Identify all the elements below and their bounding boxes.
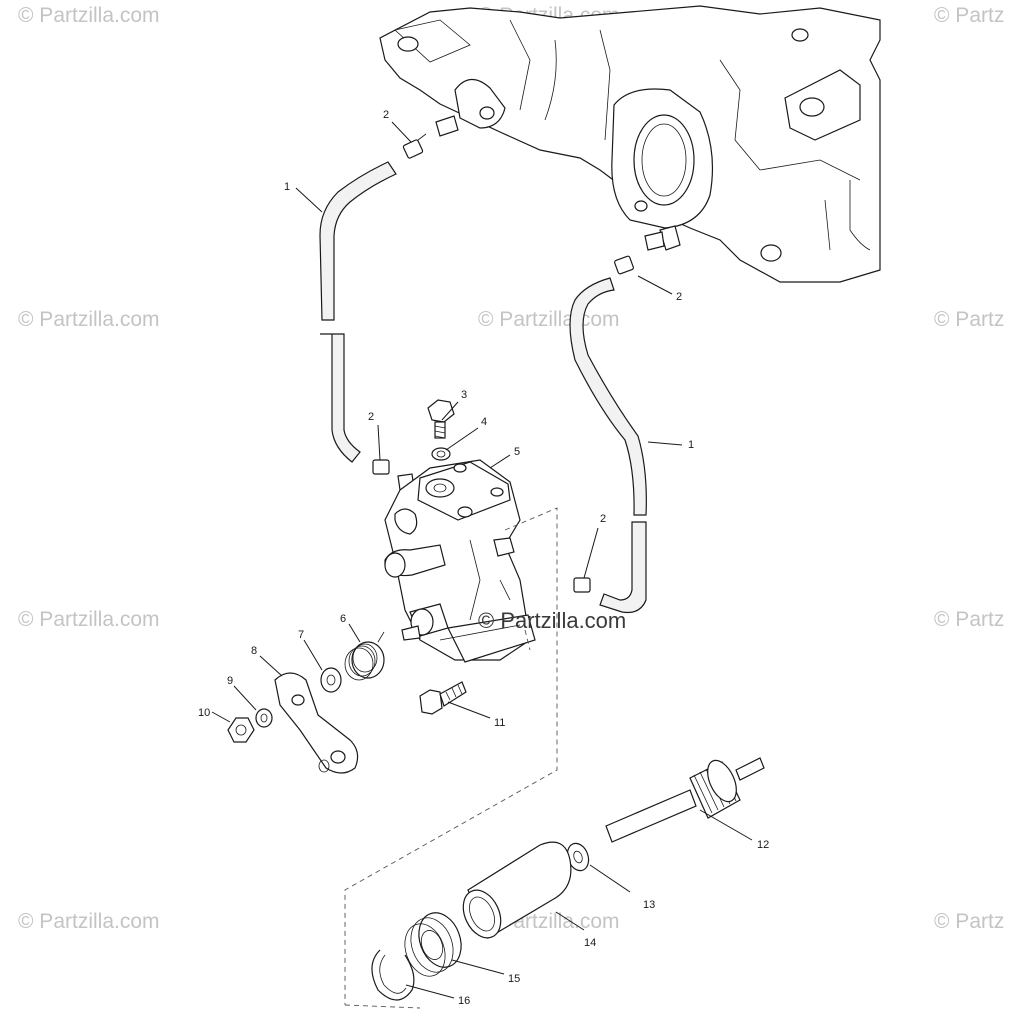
callout-sleeve: 14 — [584, 937, 596, 949]
callout-spring: 6 — [340, 613, 346, 625]
clamp-top-left — [402, 133, 427, 159]
callout-clamp-mid-right: 2 — [600, 513, 606, 525]
callout-hose-right: 1 — [688, 439, 694, 451]
callout-bolt: 3 — [461, 389, 467, 401]
watermark: © Partz — [934, 910, 1004, 933]
watermark: © Partz — [934, 308, 1004, 331]
callout-hose-left: 1 — [284, 181, 290, 193]
callout-clamp-mid-left: 2 — [368, 411, 374, 423]
watermark: © Partzilla.com — [478, 308, 620, 331]
hex-nut — [227, 717, 255, 743]
clamp-top-right — [614, 255, 634, 275]
watermark-layer: © Partzilla.com © Partzilla.com © Partz … — [18, 4, 1004, 933]
assembly-boundary — [344, 507, 558, 1005]
watermark: © Partz — [934, 608, 1004, 631]
center-watermark: © Partzilla.com — [478, 608, 626, 633]
callout-gear-shaft: 12 — [757, 839, 769, 851]
callout-washer: 4 — [481, 416, 487, 428]
assembly-boundary — [344, 1004, 421, 1009]
callout-nut: 10 — [198, 707, 210, 719]
hose-right — [569, 277, 647, 614]
callout-washer-small: 7 — [298, 629, 304, 641]
callout-clamp-top-right: 2 — [676, 291, 682, 303]
watermark: © Partzilla.com — [18, 4, 160, 27]
watermark: © Partzilla.com — [18, 910, 160, 933]
watermark: © Partz — [934, 4, 1004, 27]
callout-labels: 1 2 2 2 1 2 3 4 5 6 7 8 9 10 11 12 13 14… — [198, 109, 769, 1007]
engine-case — [379, 5, 881, 283]
callout-clamp-top-left: 2 — [383, 109, 389, 121]
thrust-washer — [320, 667, 342, 693]
washer — [431, 447, 451, 461]
pump-lever — [274, 672, 359, 774]
return-spring — [344, 631, 385, 681]
leader-lines — [211, 121, 753, 999]
banjo-bolt — [427, 399, 455, 439]
oil-pump — [384, 459, 536, 663]
hose-left — [319, 161, 397, 463]
snap-ring — [371, 949, 415, 1001]
watermark: © Partzilla.com — [18, 308, 160, 331]
lock-washer — [255, 708, 273, 728]
watermark: © Partzilla.com — [18, 608, 160, 631]
callout-snap-ring: 16 — [458, 995, 470, 1007]
assembly-boundary — [524, 629, 531, 651]
bushing-sleeve — [462, 841, 572, 939]
callout-shaft-washer: 13 — [643, 899, 655, 911]
clamp-mid-right — [573, 577, 591, 593]
callout-lock-washer: 9 — [227, 675, 233, 687]
callout-seal: 15 — [508, 973, 520, 985]
callout-lever: 8 — [251, 645, 257, 657]
callout-screw: 11 — [494, 717, 505, 729]
mounting-screw — [419, 681, 467, 715]
drive-gear-shaft — [605, 757, 765, 843]
oil-seal — [404, 912, 462, 977]
callout-pump: 5 — [514, 446, 520, 458]
